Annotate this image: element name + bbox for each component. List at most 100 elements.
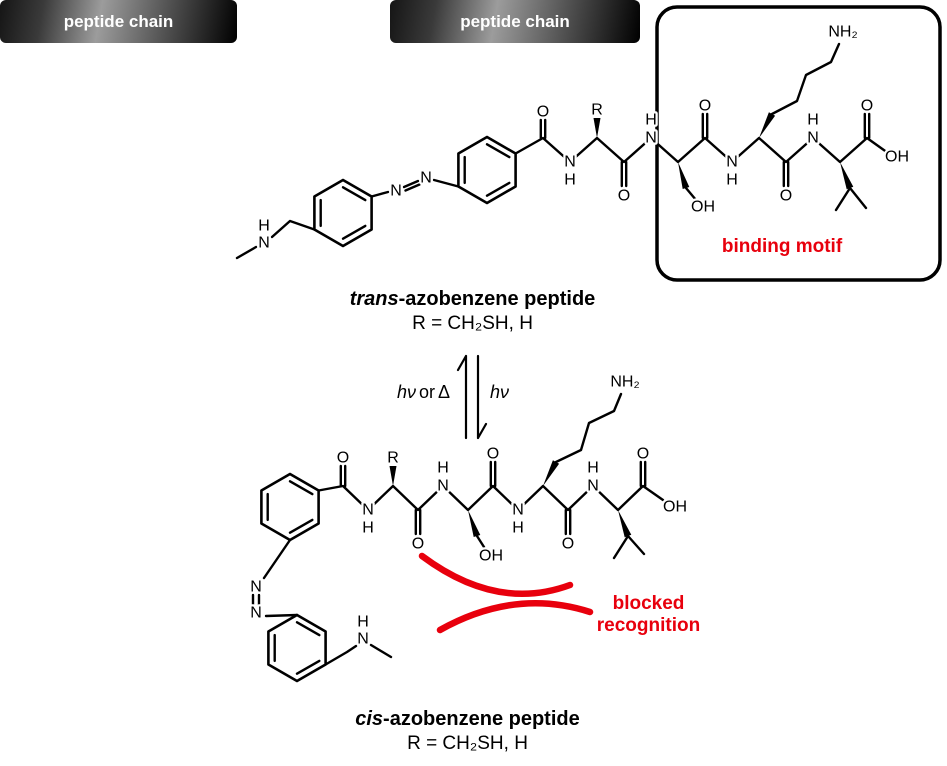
blocked-arc-lower — [436, 600, 594, 634]
atom-label-o: O — [637, 446, 649, 463]
benzene-ring-1-inner-bonds — [319, 186, 367, 240]
blocked-line-2: recognition — [596, 614, 701, 636]
atom-label-h: H — [587, 460, 599, 477]
hv-symbol: hν — [396, 382, 416, 402]
stereo-wedge-lys — [759, 112, 776, 138]
atom-label-n: N — [362, 502, 374, 519]
atom-label-r: R — [387, 450, 399, 467]
atom-label-oh: OH — [479, 548, 503, 565]
atom-labels-cis: N N H N O N H R O H N OH O N H O H N NH₂… — [248, 371, 689, 650]
trans-caption-italic: trans — [349, 288, 399, 310]
azobenzene-trans — [313, 135, 517, 248]
azo-nitrogen-label: N — [250, 605, 262, 622]
benzene-ring-1 — [313, 178, 373, 248]
atom-label-n: N — [587, 478, 599, 495]
atom-label-r: R — [591, 102, 603, 119]
atom-label-o: O — [487, 446, 499, 463]
or-text: or — [418, 382, 435, 402]
hv-symbol: hν — [490, 382, 510, 402]
stereo-wedge-r — [593, 118, 601, 138]
benzene-ring-2-inner-bonds — [463, 143, 511, 197]
atom-label-h: H — [437, 460, 449, 477]
atom-label-oh: OH — [691, 199, 715, 216]
equilibrium-right-label: hν — [490, 382, 509, 403]
single-bonds — [235, 42, 890, 260]
binding-motif-label: binding motif — [721, 236, 843, 257]
peptide-backbone-cis — [317, 392, 665, 666]
atom-label-n: N — [726, 154, 738, 171]
atom-label-o: O — [699, 98, 711, 115]
cis-caption-italic: cis — [355, 708, 384, 730]
benzene-ring-3 — [260, 472, 320, 542]
atom-label-nh2: NH₂ — [828, 24, 857, 41]
atom-label-nh2: NH₂ — [610, 374, 639, 391]
down-arrow — [476, 354, 488, 440]
cis-structure: N N H N O N H R O H N OH O N H O H N NH₂… — [248, 371, 689, 683]
azo-nitrogen-label: N — [420, 170, 432, 187]
cis-caption-rest: -azobenzene peptide — [383, 708, 580, 730]
atom-label-n: N — [564, 154, 576, 171]
single-bonds — [317, 392, 665, 666]
peptide-chain-label: peptide chain — [63, 11, 174, 31]
benzene-ring-4-inner-bonds — [273, 621, 321, 675]
blocked-recognition-label: blocked recognition — [556, 593, 741, 637]
trans-r-definition: R = CH₂SH, H — [412, 313, 533, 334]
equilibrium-arrows — [456, 354, 488, 440]
double-bonds — [539, 112, 871, 188]
stereo-wedge-val — [840, 162, 854, 190]
azobenzene-cis — [251, 472, 327, 683]
atom-label-h: H — [258, 218, 270, 235]
atom-label-n: N — [357, 631, 369, 648]
delta-symbol: Δ — [437, 382, 450, 402]
atom-label-o: O — [861, 98, 873, 115]
atom-labels-trans: H N N N O N H R O H N OH O N H O H N NH₂… — [256, 21, 911, 254]
atom-label-oh: OH — [885, 149, 909, 166]
atom-label-n: N — [437, 478, 449, 495]
double-bonds — [339, 460, 647, 536]
up-arrow — [456, 354, 468, 440]
benzene-ring-4 — [267, 613, 327, 683]
azo-nitrogen-label: N — [390, 183, 402, 200]
stereo-wedge-ser — [678, 162, 690, 189]
trans-structure: H N N N O N H R O H N OH O N H O H N NH₂… — [235, 5, 942, 282]
azo-bonds-cis — [251, 538, 299, 618]
atom-label-h: H — [362, 520, 374, 537]
atom-label-oh: OH — [663, 499, 687, 516]
atom-label-o: O — [337, 450, 349, 467]
atom-label-o: O — [412, 536, 424, 553]
stereo-wedge-r — [389, 466, 397, 486]
atom-label-o: O — [562, 536, 574, 553]
atom-label-h: H — [512, 520, 524, 537]
atom-label-o: O — [618, 188, 630, 205]
azo-bonds-trans — [370, 178, 460, 198]
atom-label-h: H — [726, 172, 738, 189]
stereo-wedge-lys — [543, 460, 560, 486]
peptide-chain-box-top: peptide chain — [0, 0, 237, 43]
stereo-wedge-ser — [468, 510, 481, 537]
atom-label-o: O — [780, 188, 792, 205]
benzene-ring-3-inner-bonds — [266, 480, 314, 534]
peptide-backbone-trans — [235, 42, 890, 260]
atom-label-n: N — [512, 502, 524, 519]
peptide-chain-label: peptide chain — [460, 11, 570, 31]
cis-caption: cis-azobenzene peptide — [265, 708, 670, 731]
atom-label-h: H — [645, 112, 657, 129]
atom-label-h: H — [564, 172, 576, 189]
peptide-chain-box-bottom: peptide chain — [390, 0, 640, 43]
atom-label-n: N — [645, 130, 657, 147]
atom-label-n: N — [258, 235, 270, 252]
atom-label-o: O — [537, 104, 549, 121]
trans-caption: trans-azobenzene peptide — [270, 288, 675, 311]
atom-label-n: N — [807, 130, 819, 147]
stereo-wedge-val — [618, 510, 632, 538]
atom-label-h: H — [807, 112, 819, 129]
blocked-arc-upper — [418, 552, 574, 598]
trans-caption-rest: -azobenzene peptide — [398, 288, 596, 310]
cis-r-definition: R = CH₂SH, H — [407, 733, 528, 754]
blocked-line-1: blocked — [612, 593, 685, 614]
azo-nitrogen-label: N — [250, 579, 262, 596]
atom-label-h: H — [357, 614, 369, 631]
